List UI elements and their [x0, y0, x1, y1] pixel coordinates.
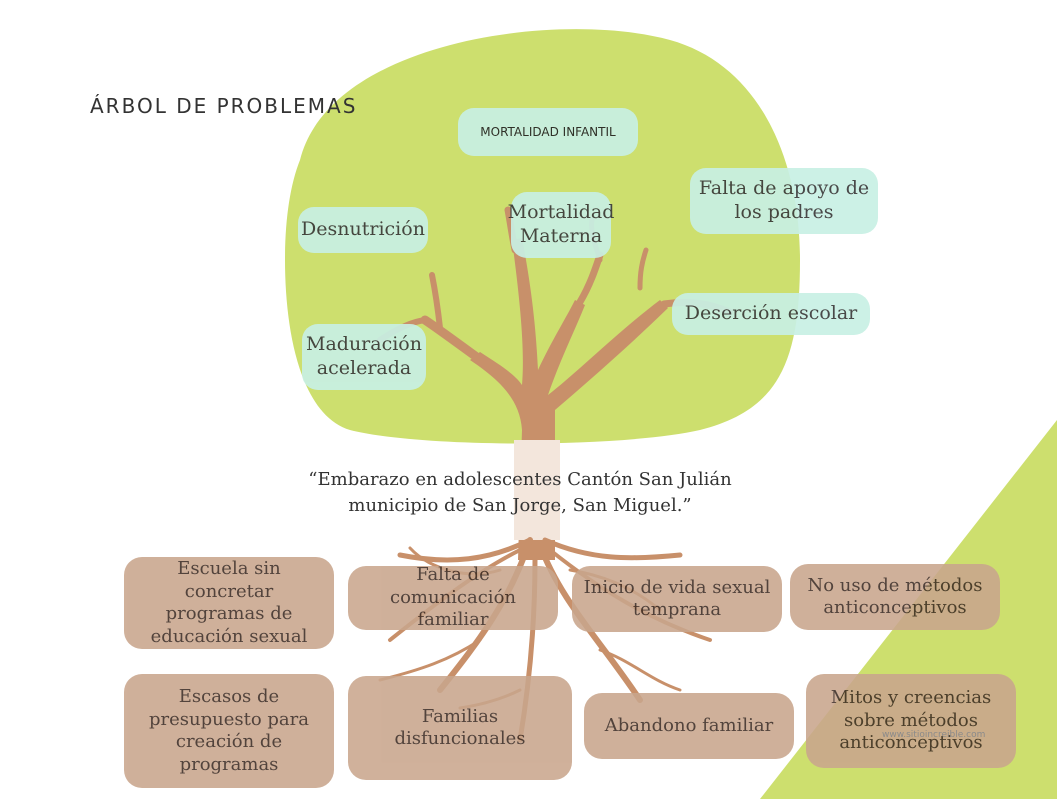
cause-no-uso-metodos: No uso de métodos anticonceptivos — [790, 564, 1000, 630]
effect-label-line1: Falta de apoyo de — [698, 177, 870, 200]
cause-escuela: Escuela sin concretar programas de educa… — [124, 557, 334, 649]
effect-label-line2: Materna — [519, 225, 603, 247]
effect-maduracion-acelerada: Maduración acelerada — [302, 324, 426, 390]
cause-inicio-vida-sexual: Inicio de vida sexual temprana — [572, 566, 782, 632]
cause-label-line2: anticonceptivos — [823, 597, 967, 618]
cause-escasos-presupuesto: Escasos de presupuesto para creación de … — [124, 674, 334, 788]
cause-falta-comunicacion: Falta de comunicación familiar — [348, 564, 558, 631]
cause-label-line1: No uso de métodos — [807, 574, 983, 596]
cause-label-line3: anticonceptivos — [839, 732, 983, 754]
effect-label-line1: Mortalidad — [507, 201, 615, 224]
effect-label-line2: acelerada — [316, 357, 412, 379]
effect-label: Desnutrición — [301, 218, 425, 241]
effect-label-line1: Maduración — [306, 333, 422, 356]
diagram-title: ÁRBOL DE PROBLEMAS — [90, 94, 358, 118]
effect-label-line2: los padres — [734, 201, 834, 223]
cause-mitos-creencias: Mitos y creencias sobre métodos anticonc… — [806, 674, 1016, 768]
effect-falta-apoyo: Falta de apoyo de los padres — [690, 168, 878, 234]
cause-label-line2: sobre métodos — [844, 709, 978, 731]
cause-label-line1: Mitos y creencias — [830, 687, 992, 709]
cause-label-line2: programas de — [165, 603, 293, 624]
effect-desnutricion: Desnutrición — [298, 207, 428, 253]
effect-mortalidad-materna: Mortalidad Materna — [508, 192, 614, 258]
cause-label-line1: Escasos de — [178, 686, 280, 707]
cause-label-line1: Falta de comunicación — [389, 564, 516, 608]
cause-label: Abandono familiar — [604, 714, 774, 736]
watermark-text: www.sitioincreible.com — [882, 730, 986, 740]
central-problem: “Embarazo en adolescentes Cantón San Jul… — [300, 467, 740, 519]
cause-label-line3: creación de — [175, 731, 283, 752]
cause-label-line4: programas — [179, 753, 279, 775]
cause-label-line2: presupuesto para — [149, 708, 309, 730]
cause-label-line1: Inicio de vida sexual — [583, 576, 771, 598]
cause-label-line2: familiar — [417, 609, 489, 631]
cause-label-line3: educación sexual — [150, 625, 308, 647]
cause-familias-disfuncionales: Familias disfuncionales — [348, 676, 572, 780]
central-problem-line1: “Embarazo en adolescentes Cantón San Jul… — [308, 469, 732, 490]
cause-label: Familias disfuncionales — [394, 705, 526, 750]
cause-abandono-familiar: Abandono familiar — [584, 693, 794, 759]
cause-label-line2: temprana — [632, 599, 722, 620]
effect-desercion-escolar: Deserción escolar — [672, 293, 870, 335]
effect-mortalidad-infantil: MORTALIDAD INFANTIL — [458, 108, 638, 156]
effect-label: Deserción escolar — [684, 302, 858, 325]
trunk-fade — [514, 440, 560, 540]
effect-label: MORTALIDAD INFANTIL — [480, 124, 616, 139]
cause-label-line1: Escuela sin concretar — [177, 558, 281, 602]
central-problem-line2: municipio de San Jorge, San Miguel.” — [348, 495, 692, 517]
